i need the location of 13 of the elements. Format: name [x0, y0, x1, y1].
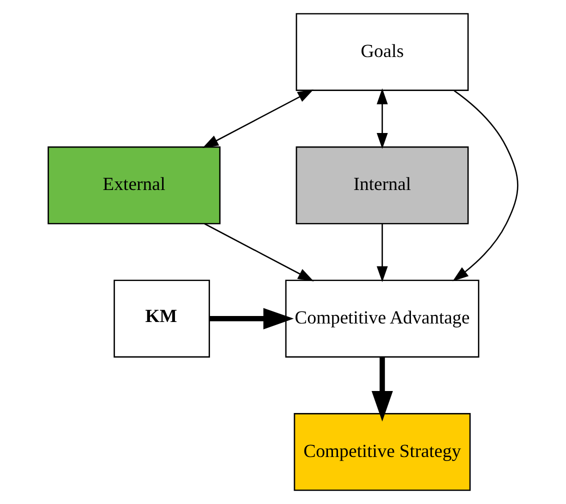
- node-box: External: [48, 146, 221, 224]
- arrow: [202, 90, 314, 148]
- node-box: Goals: [296, 13, 469, 91]
- node-box: Competitive Strategy: [294, 413, 471, 491]
- arrow: [210, 308, 294, 330]
- node-box: Competitive Advantage: [285, 280, 480, 358]
- arrow: [376, 88, 388, 149]
- arrow: [452, 90, 518, 282]
- arrow: [204, 223, 314, 282]
- node-box: Internal: [296, 146, 469, 224]
- arrow: [376, 224, 388, 282]
- node-box: KM: [114, 280, 210, 358]
- arrow: [372, 357, 393, 422]
